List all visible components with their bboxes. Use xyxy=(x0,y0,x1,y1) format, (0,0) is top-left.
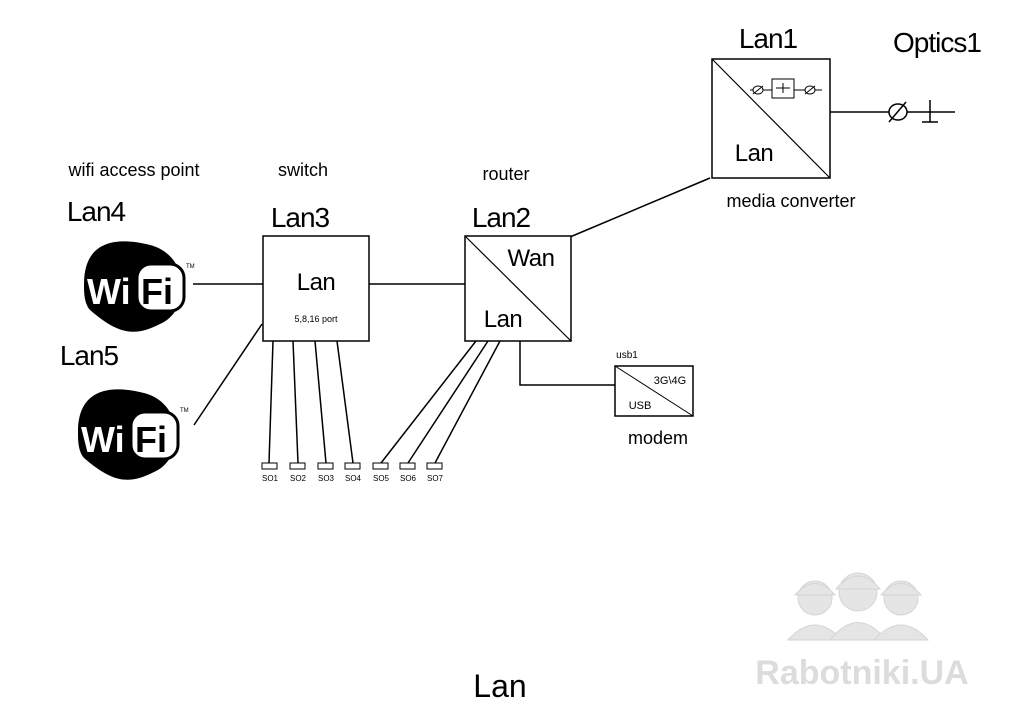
socket-label: SO6 xyxy=(400,474,417,483)
optics-connector-icon xyxy=(888,100,938,123)
lan5-label: Lan5 xyxy=(60,340,119,371)
link-so4 xyxy=(336,340,354,464)
switch-box: Lan 5,8,16 port xyxy=(262,235,370,342)
wifi-logo-lan5: Wi Fi TM xyxy=(78,389,189,480)
socket-so1: SO1 xyxy=(261,462,279,483)
bottom-title: Lan xyxy=(473,668,526,704)
socket-label: SO3 xyxy=(318,474,335,483)
socket-so4: SO4 xyxy=(344,462,362,483)
usb1-label: usb1 xyxy=(616,350,638,361)
socket-label: SO5 xyxy=(373,474,390,483)
link-so5 xyxy=(380,340,477,464)
switch-ports-label: 5,8,16 port xyxy=(294,314,338,324)
lan4-label: Lan4 xyxy=(67,196,126,227)
socket-label: SO1 xyxy=(262,474,279,483)
wifi-wi-text: Wi xyxy=(87,271,131,312)
optical-component-icon xyxy=(750,78,822,99)
wifi-tm-text: TM xyxy=(180,408,189,414)
router-lan-label: Lan xyxy=(484,306,523,333)
sockets: SO1 SO2 SO3 SO4 SO5 SO6 SO7 xyxy=(261,462,444,483)
socket-so7: SO7 xyxy=(426,462,444,483)
link-so3 xyxy=(314,340,327,464)
switch-label: switch xyxy=(278,160,328,180)
link-router-modem xyxy=(519,341,615,386)
socket-so5: SO5 xyxy=(372,462,390,483)
wifi-logo-lan4: Wi Fi TM xyxy=(84,241,195,332)
lan2-label: Lan2 xyxy=(472,202,531,233)
router-label: router xyxy=(482,164,529,184)
wifi-fi-text: Fi xyxy=(141,271,173,312)
wifi-wi-text: Wi xyxy=(81,419,125,460)
wifi-access-point-label: wifi access point xyxy=(67,160,199,180)
wifi-tm-text: TM xyxy=(186,264,195,270)
link-router-mediaconverter xyxy=(569,177,711,238)
socket-label: SO7 xyxy=(427,474,444,483)
media-converter-label: media converter xyxy=(726,191,855,211)
media-converter-inner-label: Lan xyxy=(735,140,774,167)
lan3-label: Lan3 xyxy=(271,202,330,233)
worker-helmet-icon xyxy=(786,572,930,641)
watermark: Rabotniki.UA xyxy=(755,572,969,692)
socket-label: SO4 xyxy=(345,474,362,483)
wifi-fi-text: Fi xyxy=(135,419,167,460)
socket-so3: SO3 xyxy=(317,462,335,483)
link-so2 xyxy=(292,340,299,464)
socket-so6: SO6 xyxy=(399,462,417,483)
link-so7 xyxy=(434,340,501,464)
modem-3g4g-label: 3G\4G xyxy=(654,375,686,387)
lan1-label: Lan1 xyxy=(739,23,798,54)
watermark-text: Rabotniki.UA xyxy=(755,654,968,692)
modem-label: modem xyxy=(628,428,688,448)
socket-label: SO2 xyxy=(290,474,307,483)
link-wifi5-switch xyxy=(193,323,263,426)
socket-so2: SO2 xyxy=(289,462,307,483)
router-box: Wan Lan xyxy=(464,235,572,342)
link-so1 xyxy=(268,340,274,464)
modem-usb-label: USB xyxy=(629,400,652,412)
link-so6 xyxy=(407,340,489,464)
optics1-label: Optics1 xyxy=(893,27,981,58)
switch-inner-label: Lan xyxy=(297,269,336,296)
router-wan-label: Wan xyxy=(508,245,555,272)
modem-box: 3G\4G USB xyxy=(614,365,694,417)
media-converter-box: Lan xyxy=(711,58,831,179)
